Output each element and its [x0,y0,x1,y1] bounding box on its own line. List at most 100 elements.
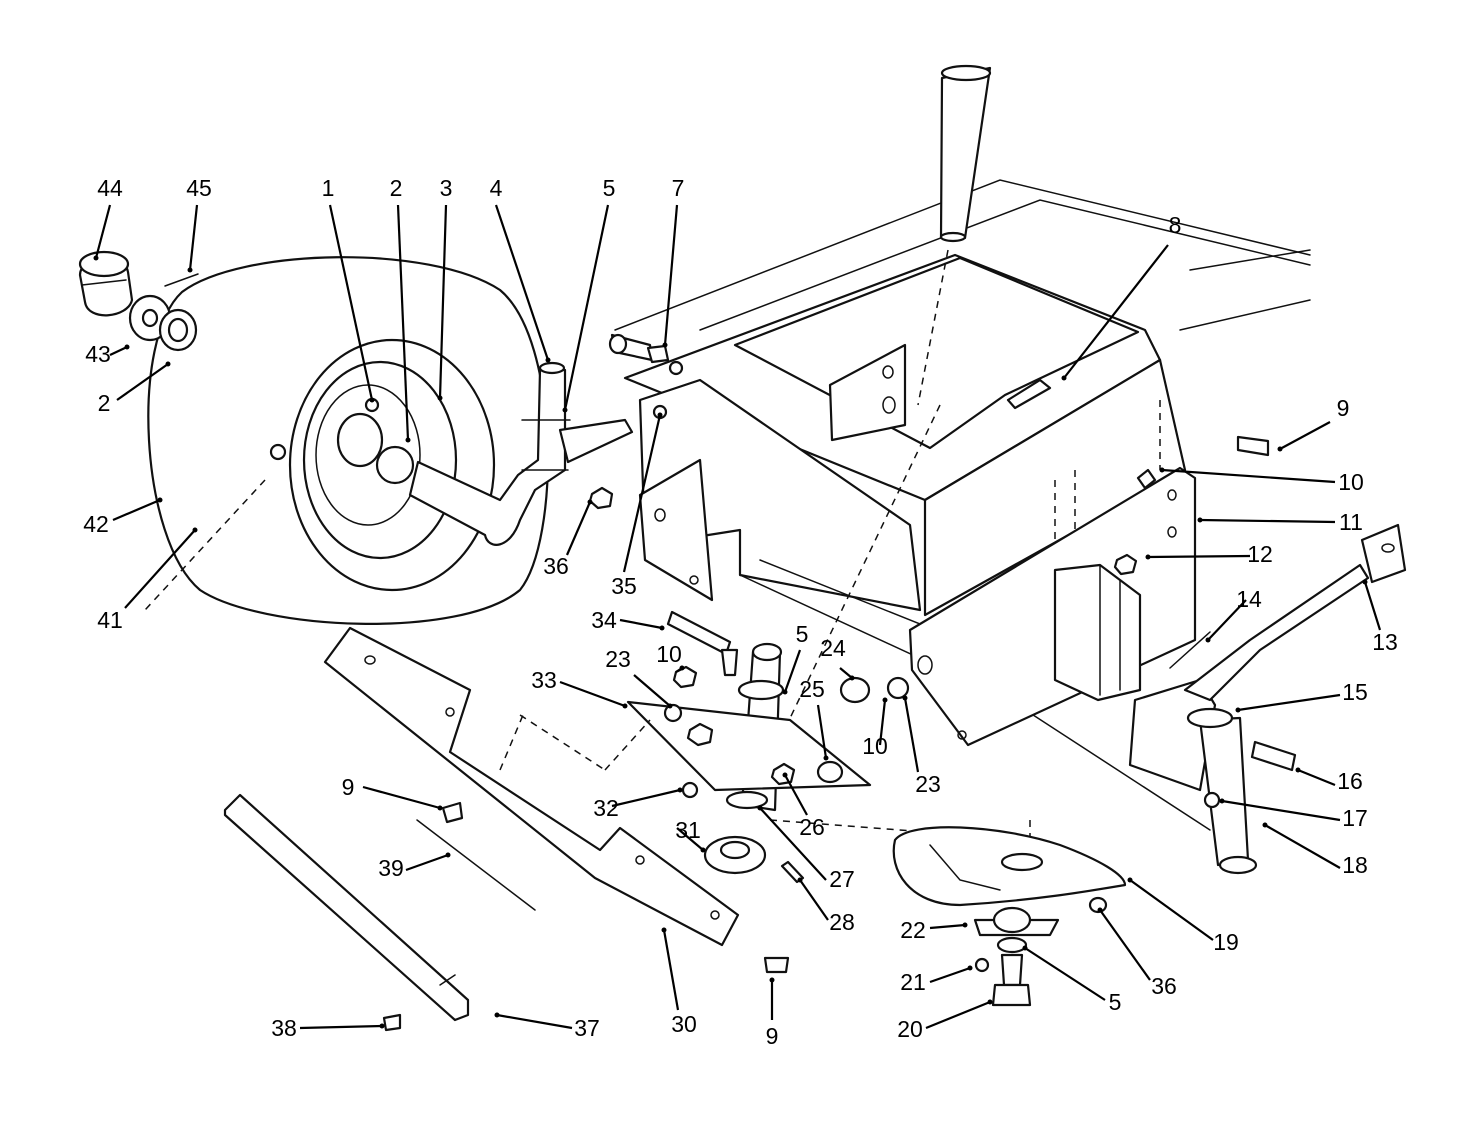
leader-dot [545,357,551,363]
leader-line-11 [1199,518,1336,524]
part-number-label: 21 [900,969,926,995]
leader-dot [369,397,375,403]
leader-line-2 [116,363,169,401]
leader-dot [187,267,193,273]
part-number-label: 8 [1169,212,1182,238]
part-number-label: 11 [1339,509,1363,535]
leader-dot [1235,707,1241,713]
leader-line-23 [903,697,920,773]
leader-line-41 [124,529,196,609]
leader-line-30 [662,929,680,1011]
leader-dot [437,395,443,401]
leader-line-24 [839,667,853,679]
leader-dot [437,805,443,811]
part-number-label: 5 [796,621,809,647]
leader-line-32 [611,788,681,808]
part-number-label: 23 [605,646,631,672]
part-number-label: 1 [322,175,335,201]
leader-line-16 [1297,768,1336,787]
part-number-label: 45 [186,175,212,201]
leader-line-20 [925,1000,991,1030]
part-number-label: 2 [98,390,111,416]
leader-dot [667,703,673,709]
part-number-label: 43 [85,341,111,367]
leader-dot [445,852,451,858]
leader-dot [1145,554,1151,560]
leader-line-25 [816,704,828,759]
small-parts [663,665,910,799]
leader-dot [1277,446,1283,452]
leader-dot [782,772,788,778]
part-number-label: 33 [531,667,557,693]
part-number-label: 9 [1337,395,1350,421]
leader-line-12 [1147,554,1251,559]
leader-dot [962,922,968,928]
leader-line-23 [633,674,671,707]
part-number-label: 23 [915,771,941,797]
leader-dot [700,847,706,853]
leader-dot [1022,945,1028,951]
spindle [408,361,634,546]
leader-line-43 [109,346,128,356]
leader-dot [587,499,593,505]
part-number-label: 16 [1337,768,1363,794]
leader-line-34 [619,618,663,630]
leader-line-3 [438,204,448,399]
leader-line-45 [188,204,199,271]
leader-line-31 [676,827,704,851]
leader-line-33 [559,680,626,708]
leader-dot [849,675,855,681]
leader-dot [124,344,130,350]
part-number-label: 35 [611,573,637,599]
part-number-label: 32 [593,795,619,821]
mower-frame [614,179,1311,831]
leader-lines [93,204,1382,1030]
part-number-label: 5 [603,175,616,201]
leader-line-21 [929,966,971,984]
leader-dot [679,665,685,671]
leader-dot [823,755,829,761]
leader-dot [757,805,763,811]
leader-line-22 [929,923,966,930]
leader-line-5 [783,649,802,693]
leader-line-14 [1207,599,1247,641]
part-number-label: 42 [83,511,109,537]
part-number-label: 39 [378,855,404,881]
leader-line-8 [1063,244,1169,379]
leader-dot [1159,467,1165,473]
leader-dot [157,497,163,503]
leader-dot [1127,877,1133,883]
axle-pivot [1169,523,1407,875]
leader-dot [882,697,888,703]
bearing [158,308,198,352]
leader-line-2 [396,204,410,441]
leader-line-42 [112,498,161,522]
part-number-label: 31 [675,817,701,843]
leader-dot [405,437,411,443]
leader-dot [1362,579,1368,585]
part-number-label: 9 [342,774,355,800]
leader-dot [1295,767,1301,773]
leader-dot [967,965,973,971]
part-number-label: 12 [1247,541,1273,567]
leader-line-27 [759,807,827,881]
part-number-label: 34 [591,607,617,633]
steering-spindle [626,642,1031,884]
part-number-label: 13 [1372,629,1398,655]
leader-line-44 [94,204,112,259]
leader-dot [677,787,683,793]
part-number-label: 37 [574,1015,600,1041]
leader-dot [1219,798,1225,804]
part-number-label: 22 [900,917,926,943]
leader-dot [1197,517,1203,523]
leader-line-26 [784,774,808,816]
blade [416,819,536,911]
leader-line-38 [299,1024,383,1030]
leader-line-13 [1363,581,1382,631]
deflector-plate [223,793,470,1022]
leader-dot [659,625,665,631]
part-number-label: 25 [799,676,825,702]
cotter-pin [164,273,199,287]
